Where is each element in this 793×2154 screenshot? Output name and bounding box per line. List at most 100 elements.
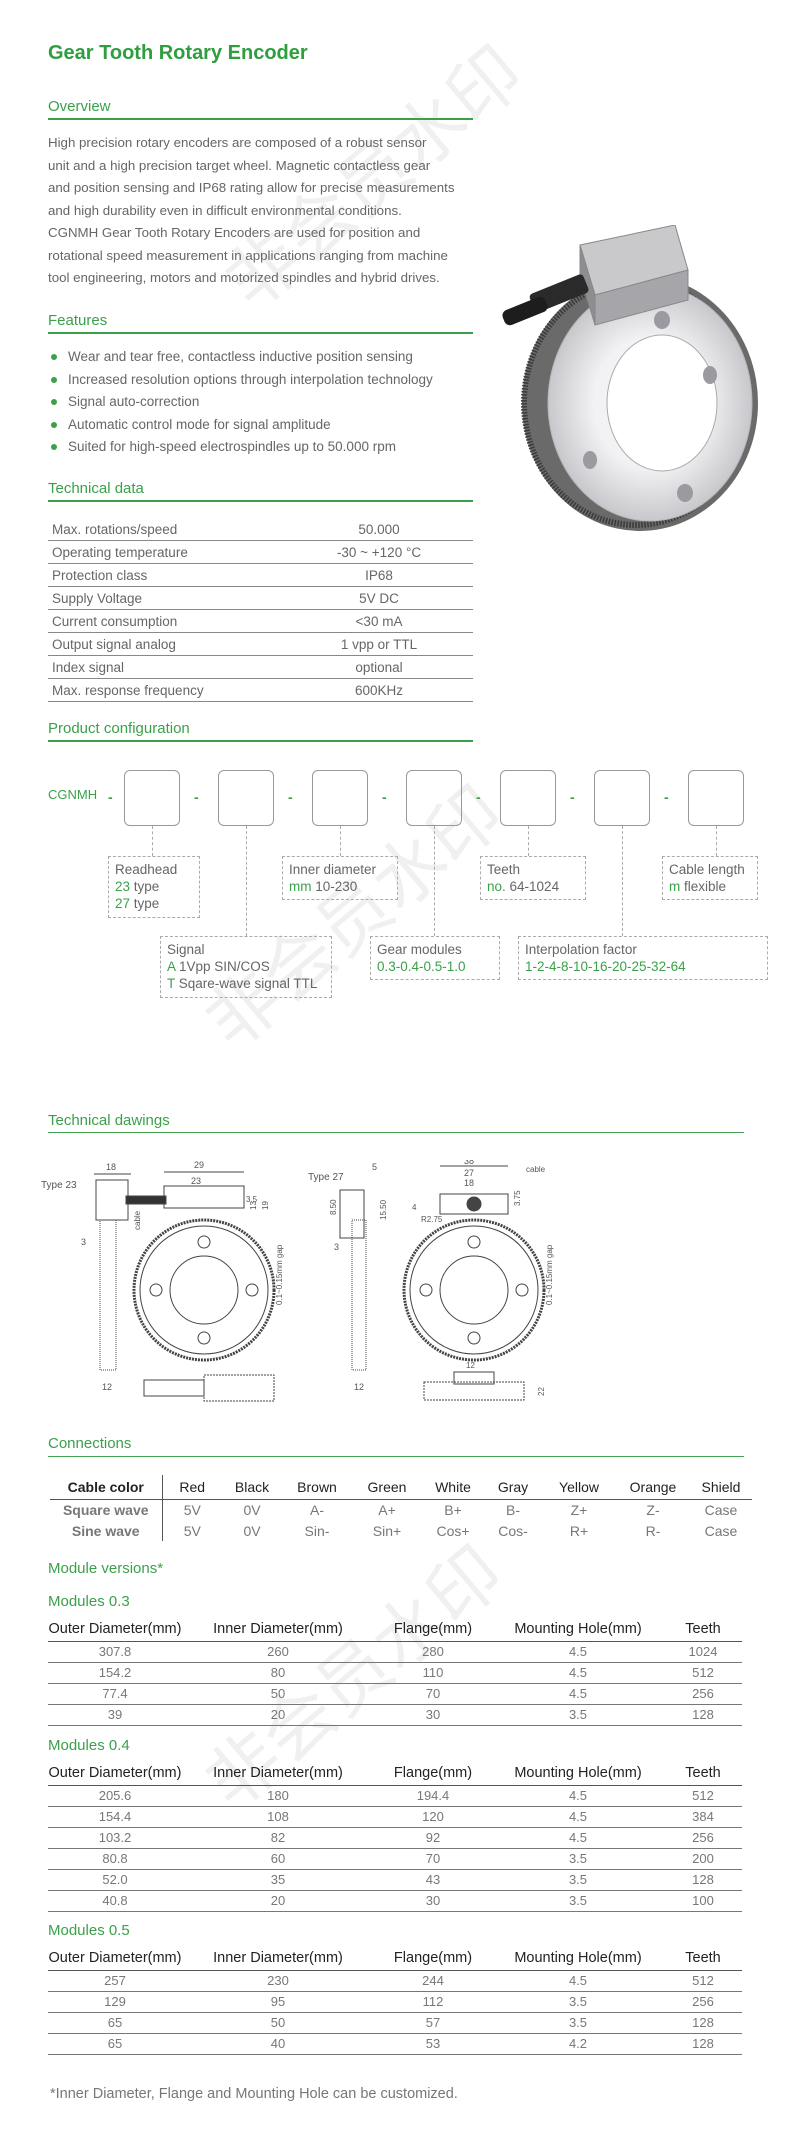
table-cell: 128 bbox=[664, 2033, 742, 2055]
card-code: m bbox=[669, 879, 681, 894]
table-cell: 257 bbox=[48, 1970, 182, 1992]
header-cell: Brown bbox=[297, 1478, 337, 1495]
cell-label: Current consumption bbox=[52, 613, 178, 629]
header-cell: Gray bbox=[497, 1478, 529, 1495]
table-cell: 20 bbox=[182, 1704, 374, 1726]
technical-data-heading: Technical data bbox=[48, 480, 144, 497]
config-slot-readhead bbox=[124, 770, 180, 826]
table-cell: Sin+ bbox=[372, 1522, 402, 1539]
table-cell: 200 bbox=[664, 1848, 742, 1870]
table-cell: 50 bbox=[182, 2012, 374, 2034]
table-cell: 30 bbox=[374, 1890, 492, 1912]
card-title: Gear modules bbox=[377, 942, 462, 957]
card-title: Readhead bbox=[115, 862, 178, 877]
table-cell: 112 bbox=[374, 1991, 492, 2013]
table-cell: 4.5 bbox=[492, 1970, 664, 1992]
cell-value: IP68 bbox=[365, 567, 393, 583]
connections-heading: Connections bbox=[48, 1435, 132, 1452]
table-cell: 4.5 bbox=[492, 1641, 664, 1663]
table-row: Square wave 5V 0V A- A+ B+ B- Z+ Z- Case bbox=[50, 1499, 752, 1520]
row-label: Square wave bbox=[50, 1499, 163, 1520]
table-cell: Z- bbox=[646, 1501, 660, 1518]
table-cell: 40 bbox=[182, 2033, 374, 2055]
header-cell: Flange(mm) bbox=[374, 1618, 492, 1642]
table-header-row: Outer Diameter(mm) Inner Diameter(mm) Fl… bbox=[48, 1762, 742, 1786]
table-cell: 3.5 bbox=[492, 2012, 664, 2034]
table-cell: 4.5 bbox=[492, 1827, 664, 1849]
header-cell: Green bbox=[367, 1478, 407, 1495]
card-code: mm bbox=[289, 879, 312, 894]
dim: 22 bbox=[537, 1387, 546, 1396]
dim: 38 bbox=[464, 1160, 474, 1166]
label-gap: 0.1~0.15mm gap bbox=[545, 1244, 554, 1305]
dim: 12 bbox=[102, 1382, 112, 1392]
card-title: Signal bbox=[167, 942, 205, 957]
header-cell: Outer Diameter(mm) bbox=[48, 1762, 182, 1786]
table-cell: 3.5 bbox=[492, 1869, 664, 1891]
card-code: T bbox=[167, 976, 176, 991]
table-cell: 3.5 bbox=[492, 1991, 664, 2013]
table-cell: Cos+ bbox=[436, 1522, 470, 1539]
table-cell: 80 bbox=[182, 1662, 374, 1684]
encoder-product-image bbox=[502, 225, 758, 531]
dim: 23 bbox=[191, 1176, 201, 1186]
cell-label: Max. response frequency bbox=[52, 682, 204, 698]
features-heading: Features bbox=[48, 312, 108, 329]
list-item: Automatic control mode for signal amplit… bbox=[48, 414, 433, 437]
technical-drawing: Type 23 18 12 3 cable 29 23 3.5 13 19 0.… bbox=[41, 1160, 554, 1402]
card-text: type bbox=[130, 879, 160, 894]
table-cell: 80.8 bbox=[48, 1848, 182, 1870]
header-cell: Flange(mm) bbox=[374, 1947, 492, 1971]
table-cell: 256 bbox=[664, 1991, 742, 2013]
config-prefix: CGNMH bbox=[48, 787, 98, 802]
config-slot-inner-diameter bbox=[312, 770, 368, 826]
config-card-readhead: Readhead 23 type 27 type bbox=[108, 856, 200, 918]
table-cell: A- bbox=[310, 1501, 324, 1518]
section-rule bbox=[48, 500, 473, 502]
cell-value: 600KHz bbox=[354, 682, 404, 698]
list-item: Wear and tear free, contactless inductiv… bbox=[48, 346, 433, 369]
table-cell: R- bbox=[645, 1522, 661, 1539]
table-cell: Case bbox=[704, 1501, 738, 1518]
config-dash: - bbox=[570, 789, 575, 805]
card-code: A bbox=[167, 959, 176, 974]
table-cell: 154.4 bbox=[48, 1806, 182, 1828]
header-cell: Inner Diameter(mm) bbox=[182, 1762, 374, 1786]
table-cell: 1024 bbox=[664, 1641, 742, 1663]
card-title: Teeth bbox=[487, 862, 521, 877]
header-cell: White bbox=[435, 1478, 471, 1495]
table-cell: Z+ bbox=[570, 1501, 588, 1518]
table-cell: 3.5 bbox=[492, 1890, 664, 1912]
table-cell: 95 bbox=[182, 1991, 374, 2013]
footnote: *Inner Diameter, Flange and Mounting Hol… bbox=[50, 2086, 458, 2102]
section-rule bbox=[48, 740, 473, 742]
label-type23: Type 23 bbox=[41, 1180, 77, 1191]
table-cell: 65 bbox=[48, 2012, 182, 2034]
card-code: no. bbox=[487, 879, 506, 894]
label-gap: 0.1~0.15mm gap bbox=[275, 1244, 284, 1305]
label-type27: Type 27 bbox=[308, 1172, 344, 1183]
overview-text: High precision rotary encoders are compo… bbox=[48, 132, 478, 290]
table-cell: 57 bbox=[374, 2012, 492, 2034]
card-code: 27 bbox=[115, 896, 131, 911]
table-cell: A+ bbox=[378, 1501, 396, 1518]
dim: 12 bbox=[354, 1382, 364, 1392]
dim: 15.50 bbox=[379, 1199, 388, 1220]
dim: 18 bbox=[106, 1162, 116, 1172]
table-header-row: Outer Diameter(mm) Inner Diameter(mm) Fl… bbox=[48, 1947, 742, 1971]
cell-value: 5V DC bbox=[359, 590, 399, 606]
module-title: Modules 0.4 bbox=[48, 1737, 130, 1754]
cell-value: optional bbox=[355, 659, 403, 675]
table-row: Current consumption<30 mA bbox=[48, 610, 473, 633]
module-title: Modules 0.3 bbox=[48, 1593, 130, 1610]
header-cell: Mounting Hole(mm) bbox=[492, 1762, 664, 1786]
